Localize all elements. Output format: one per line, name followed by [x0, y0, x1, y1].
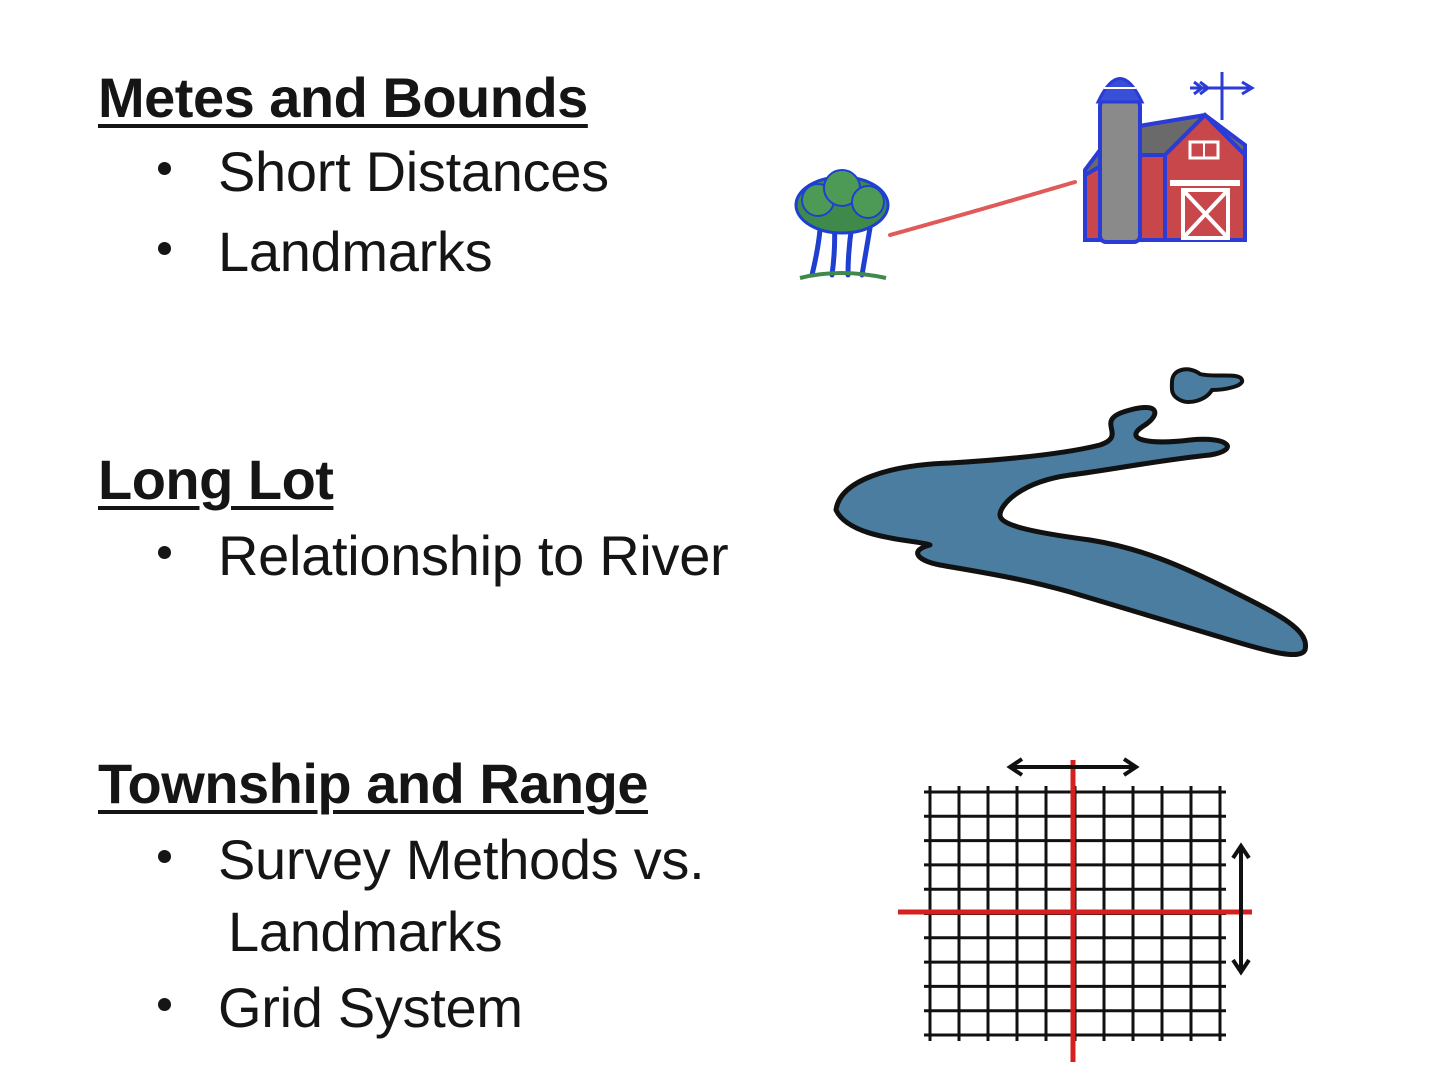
- heading-township-and-range: Township and Range: [98, 752, 648, 815]
- heading-metes-and-bounds: Metes and Bounds: [98, 66, 588, 129]
- metes-bounds-illustration: [794, 72, 1255, 280]
- bullet-text: Short Distances: [218, 140, 609, 203]
- bullet-dot: [158, 162, 171, 175]
- bullet-list-long-lot: Relationship to River: [98, 528, 729, 584]
- long-lot-illustration: [833, 367, 1308, 658]
- bullet-text: Landmarks: [218, 220, 493, 283]
- silo-icon: [1095, 77, 1145, 244]
- river-island: [1169, 367, 1244, 404]
- bullet-text-continued: Landmarks: [228, 900, 503, 963]
- township-range-illustration: [898, 757, 1252, 1062]
- section-metes-and-bounds: Metes and Bounds Short Distances Landmar…: [98, 70, 609, 280]
- bullet-item: Relationship to River: [98, 528, 729, 584]
- bullet-list-metes-and-bounds: Short Distances Landmarks: [98, 144, 609, 280]
- bullet-dot: [158, 242, 171, 255]
- horizontal-arrow: [1006, 757, 1140, 777]
- river-shape: [833, 405, 1308, 658]
- bullet-dot: [158, 546, 171, 559]
- section-long-lot: Long Lot Relationship to River: [98, 448, 729, 584]
- bullet-item: Short Distances: [98, 144, 609, 200]
- heading-long-lot: Long Lot: [98, 448, 334, 511]
- bullet-item: Grid System: [98, 980, 704, 1036]
- vertical-arrow: [1231, 842, 1251, 976]
- bullet-list-township-and-range: Survey Methods vs. Landmarks Grid System: [98, 832, 705, 1036]
- bullet-dot: [158, 850, 171, 863]
- tree-icon: [794, 169, 890, 280]
- section-township-and-range: Township and Range Survey Methods vs. La…: [98, 752, 705, 1036]
- bullet-item: Survey Methods vs. Landmarks: [98, 832, 705, 963]
- survey-line: [888, 180, 1077, 237]
- bullet-text: Grid System: [218, 976, 523, 1039]
- bullet-dot: [158, 998, 171, 1011]
- weathervane-icon: [1190, 72, 1255, 120]
- bullet-item: Landmarks: [98, 224, 609, 280]
- bullet-text: Relationship to River: [218, 524, 729, 587]
- bullet-text: Survey Methods vs.: [218, 828, 705, 891]
